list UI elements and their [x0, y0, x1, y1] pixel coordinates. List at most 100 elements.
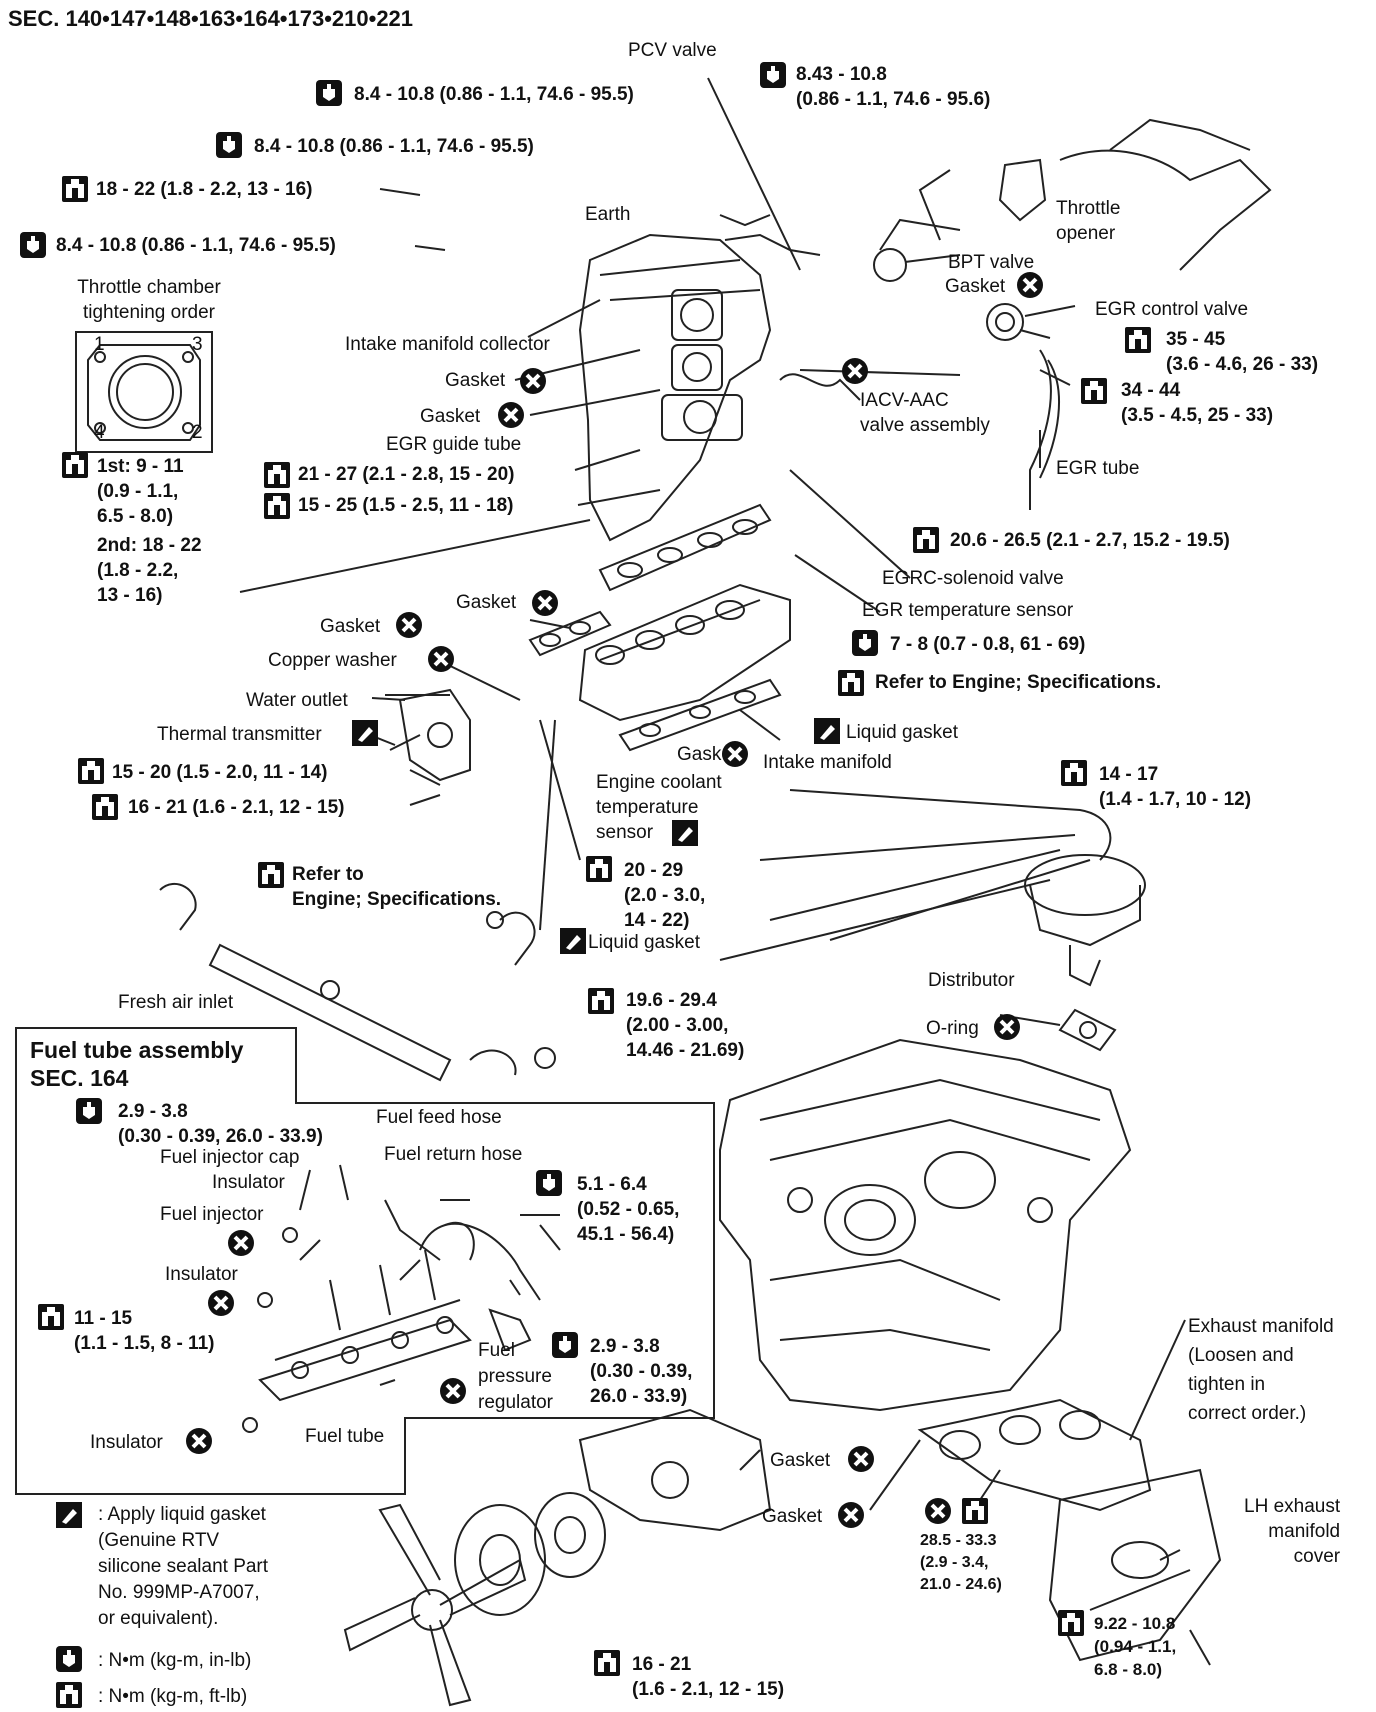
label-egr-temp-sensor: EGR temperature sensor: [862, 600, 1074, 621]
torque-note: Refer to Engine; Specifications.: [292, 864, 502, 910]
label-distributor: Distributor: [928, 970, 1015, 991]
torque-note: 21 - 27 (2.1 - 2.8, 15 - 20): [298, 464, 515, 485]
fuel-rail-art: [242, 1164, 561, 1433]
torque-ft-lb-icon: [264, 493, 290, 519]
torque-ft-lb-icon: [586, 856, 612, 882]
torque-note: 35 - 45 (3.6 - 4.6, 26 - 33): [1166, 329, 1319, 375]
torque-in-lb-icon: [852, 630, 878, 656]
torque-in-lb-icon: [536, 1170, 562, 1196]
torque-ft-lb-icon: [38, 1304, 64, 1330]
torque-ft-lb-icon: [264, 462, 290, 488]
tightening-second-step: 2nd: 18 - 22 (1.8 - 2.2, 13 - 16): [97, 535, 202, 606]
label-throttle-opener: Throttle opener: [1056, 198, 1121, 244]
liquid-gasket-icon: [352, 720, 378, 746]
torque-ft-lb-icon: [1125, 327, 1151, 353]
fresh-air-inlet-art: [159, 883, 556, 1082]
tightening-bolt-3: 3: [192, 334, 203, 355]
water-outlet-art: [385, 688, 471, 782]
replace-part-icon: [206, 1288, 236, 1318]
label-fuel-tube: Fuel tube: [305, 1426, 385, 1447]
section-header: SEC. 140•147•148•163•164•173•210•221: [8, 6, 414, 31]
torque-ft-lb-icon: [1081, 378, 1107, 404]
torque-ft-lb-icon: [838, 670, 864, 696]
exhaust-manifold-art: [917, 1398, 1222, 1662]
label-insulator: Insulator: [90, 1432, 163, 1453]
torque-note: Refer to Engine; Specifications.: [875, 672, 1162, 693]
torque-ft-lb-icon: [913, 527, 939, 553]
egr-system-art: [779, 118, 1272, 510]
torque-note: 28.5 - 33.3 (2.9 - 3.4, 21.0 - 24.6): [920, 1532, 1002, 1593]
torque-note: 19.6 - 29.4 (2.00 - 3.00, 14.46 - 21.69): [626, 990, 745, 1061]
torque-note: 2.9 - 3.8 (0.30 - 0.39, 26.0 - 33.9): [118, 1101, 323, 1147]
torque-note: 9.22 - 10.8 (0.94 - 1.1, 6.8 - 8.0): [1094, 1614, 1177, 1679]
tightening-bolt-1: 1: [94, 334, 105, 355]
torque-note: 14 - 17 (1.4 - 1.7, 10 - 12): [1099, 764, 1252, 810]
label-water-outlet: Water outlet: [246, 690, 348, 711]
label-bpt-valve: BPT valve: [948, 252, 1035, 273]
torque-note: 5.1 - 6.4 (0.52 - 0.65, 45.1 - 56.4): [577, 1174, 680, 1245]
torque-in-lb-icon: [76, 1098, 102, 1124]
fuel-tube-assembly-title: Fuel tube assembly SEC. 164: [30, 1037, 244, 1091]
torque-note: 8.4 - 10.8 (0.86 - 1.1, 74.6 - 95.5): [254, 136, 534, 157]
label-fuel-return-hose: Fuel return hose: [384, 1144, 523, 1165]
label-fuel-injector: Fuel injector: [160, 1204, 264, 1225]
tightening-bolt-4: 4: [94, 422, 105, 443]
torque-in-lb-icon: [760, 62, 786, 88]
intake-manifold-art: [528, 503, 791, 752]
label-egrc-solenoid: EGRC-solenoid valve: [882, 568, 1064, 589]
label-pcv-valve: PCV valve: [628, 40, 717, 61]
replace-part-icon: [530, 588, 560, 618]
label-intake-manifold-collector: Intake manifold collector: [345, 334, 550, 355]
label-fuel-injector-cap: Fuel injector cap: [160, 1147, 300, 1168]
liquid-gasket-icon: [56, 1502, 82, 1528]
label-gasket: Gasket: [770, 1450, 831, 1471]
replace-part-icon: [992, 1012, 1022, 1042]
label-gasket: Gasket: [420, 406, 481, 427]
liquid-gasket-icon: [672, 820, 698, 846]
label-lh-exhaust-cover: LH exhaust manifold cover: [1244, 1496, 1341, 1567]
replace-part-icon: [394, 610, 424, 640]
torque-in-lb-icon: [316, 80, 342, 106]
torque-ft-lb-icon: [962, 1498, 988, 1524]
leader-lines: [239, 77, 1211, 1666]
label-fresh-air-inlet: Fresh air inlet: [118, 992, 234, 1013]
torque-ft-lb-icon: [594, 1650, 620, 1676]
label-egr-tube: EGR tube: [1056, 458, 1140, 479]
legend-in-lb: : N•m (kg-m, in-lb): [98, 1650, 252, 1671]
torque-note: 8.43 - 10.8 (0.86 - 1.1, 74.6 - 95.6): [796, 64, 991, 110]
torque-note: 11 - 15 (1.1 - 1.5, 8 - 11): [74, 1308, 215, 1354]
label-egr-control-valve: EGR control valve: [1095, 299, 1249, 320]
tightening-order-diagram: [75, 331, 213, 453]
liquid-gasket-icon: [814, 718, 840, 744]
torque-ft-lb-icon: [1058, 1610, 1084, 1636]
replace-part-icon: [226, 1228, 256, 1258]
label-gasket: Gasket: [445, 370, 506, 391]
torque-note: 2.9 - 3.8 (0.30 - 0.39, 26.0 - 33.9): [590, 1336, 693, 1407]
replace-part-icon: [496, 400, 526, 430]
replace-part-icon: [518, 366, 548, 396]
torque-note: 34 - 44 (3.5 - 4.5, 25 - 33): [1121, 380, 1274, 426]
torque-note: 16 - 21 (1.6 - 2.1, 12 - 15): [632, 1654, 785, 1700]
torque-ft-lb-icon: [78, 758, 104, 784]
label-gasket: Gasket: [677, 744, 738, 765]
torque-note: 18 - 22 (1.8 - 2.2, 13 - 16): [96, 179, 313, 200]
torque-ft-lb-icon: [1061, 760, 1087, 786]
label-exhaust-manifold: Exhaust manifold (Loosen and tighten in …: [1188, 1316, 1334, 1424]
torque-note: 7 - 8 (0.7 - 0.8, 61 - 69): [890, 634, 1086, 655]
liquid-gasket-icon: [560, 928, 586, 954]
replace-part-icon: [426, 644, 456, 674]
distributor-art: [719, 789, 1146, 1052]
torque-in-lb-icon: [20, 232, 46, 258]
label-fuel-pressure-regulator: Fuel pressure regulator: [478, 1340, 553, 1413]
torque-note: 8.4 - 10.8 (0.86 - 1.1, 74.6 - 95.5): [56, 235, 336, 256]
replace-part-icon: [836, 1500, 866, 1530]
replace-part-icon: [438, 1376, 468, 1406]
replace-part-icon: [1015, 270, 1045, 300]
replace-part-icon: [840, 356, 870, 386]
label-copper-washer: Copper washer: [268, 650, 397, 671]
label-earth: Earth: [585, 204, 631, 225]
label-o-ring: O-ring: [926, 1018, 979, 1039]
tightening-order-title: Throttle chamber tightening order: [77, 277, 221, 323]
